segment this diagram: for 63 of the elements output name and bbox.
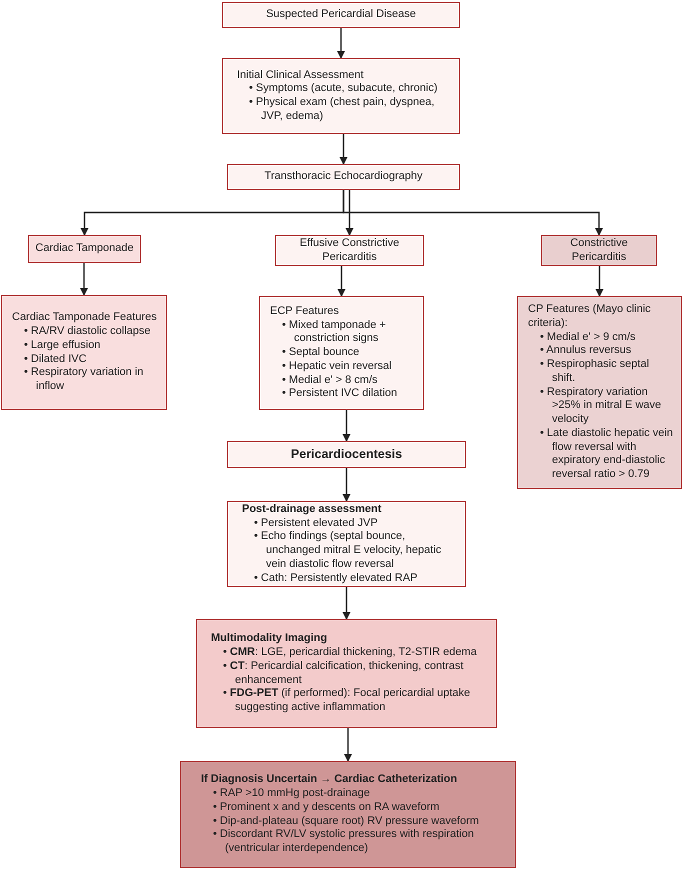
process-box — [275, 235, 424, 266]
info-box — [222, 58, 460, 134]
process-box — [541, 235, 657, 266]
arrow — [337, 28, 345, 59]
box-heading: CP Features (Mayo clinic criteria): — [528, 303, 652, 331]
process-box — [222, 2, 460, 28]
process-box — [227, 441, 466, 468]
box-heading: ECP Features — [270, 304, 340, 319]
bullet-item: • Respiratory variation >25% in mitral E wave velocity — [540, 386, 662, 427]
process-box — [28, 235, 141, 263]
box-title: Pericardiocentesis — [290, 446, 402, 462]
bullet-item: • Echo findings (septal bounce, unchanged mitral E velocity, hepatic vein diastolic flow reversal — [254, 530, 442, 572]
box-title: Constrictive Pericarditis — [569, 236, 629, 264]
bullet-item: • CMR: LGE, pericardial thickening, T2-STIR edema — [223, 646, 478, 660]
box-heading: Multimodality Imaging — [211, 632, 328, 646]
bullet-item: • RAP >10 mmHg post-drainage — [213, 787, 371, 801]
bullet-item: • Septal bounce — [282, 346, 360, 360]
box-heading: Post-drainage assessment — [242, 502, 382, 516]
bullet-item: • Large effusion — [24, 338, 102, 352]
box-heading: If Diagnosis Uncertain → Cardiac Catheterization — [201, 773, 458, 787]
box-heading: Initial Clinical Assessment — [237, 68, 365, 82]
info-box — [180, 761, 516, 868]
info-box — [517, 296, 682, 489]
info-box — [259, 296, 424, 410]
bullet-item: • Discordant RV/LV systolic pressures with respiration (ventricular interdependence) — [213, 828, 475, 856]
box-title: Suspected Pericardial Disease — [266, 8, 416, 22]
info-box — [196, 619, 497, 728]
arrow — [342, 190, 603, 236]
bullet-item: • Late diastolic hepatic vein flow reversal with expiratory end-diastolic reversal ratio > 0.79 — [540, 426, 674, 482]
bullet-item: • Annulus reversus — [540, 344, 632, 358]
box-title: Effusive Constrictive Pericarditis — [298, 236, 400, 264]
arrow — [340, 134, 348, 165]
bullet-item: • RA/RV diastolic collapse — [24, 325, 152, 339]
bullet-item: • CT: Pericardial calcification, thickening, contrast enhancement — [223, 660, 464, 688]
box-heading: Cardiac Tamponade Features — [12, 311, 158, 325]
info-box — [227, 501, 466, 587]
bullet-item: • Prominent x and y descents on RA waveform — [213, 800, 440, 814]
bullet-item: • Persistent IVC dilation — [282, 387, 398, 402]
arrow — [596, 266, 604, 297]
arrow — [338, 266, 346, 297]
arrow — [342, 468, 350, 502]
bullet-item: • Symptoms (acute, subacute, chronic) — [249, 82, 438, 96]
process-box — [227, 164, 460, 190]
bullet-item: • Respirophasic septal shift. — [540, 358, 650, 386]
arrow — [346, 190, 354, 236]
box-title: Transthoracic Echocardiography — [264, 170, 422, 184]
arrow — [342, 410, 350, 442]
bullet-item: • Dip-and-plateau (square root) RV pressure waveform — [213, 814, 480, 828]
info-box — [1, 295, 167, 410]
bullet-item: • Physical exam (chest pain, dyspnea, JVP, edema) — [249, 96, 436, 124]
bullet-item: • Persistent elevated JVP — [254, 516, 379, 530]
bullet-item: • FDG-PET (if performed): Focal pericardial uptake suggesting active inflammation — [223, 687, 472, 715]
arrow — [342, 587, 350, 620]
arrow — [80, 263, 88, 296]
bullet-item: • Respiratory variation in inflow — [24, 366, 144, 394]
bullet-item: • Dilated IVC — [24, 352, 88, 366]
bullet-item: • Cath: Persistently elevated RAP — [254, 572, 418, 586]
bullet-item: • Mixed tamponade + constriction signs — [282, 318, 387, 346]
bullet-item: • Medial e' > 8 cm/s — [282, 374, 379, 388]
arrow — [344, 728, 352, 762]
box-title: Cardiac Tamponade — [35, 242, 134, 256]
bullet-item: • Hepatic vein reversal — [282, 360, 393, 374]
bullet-item: • Medial e' > 9 cm/s — [540, 330, 637, 344]
